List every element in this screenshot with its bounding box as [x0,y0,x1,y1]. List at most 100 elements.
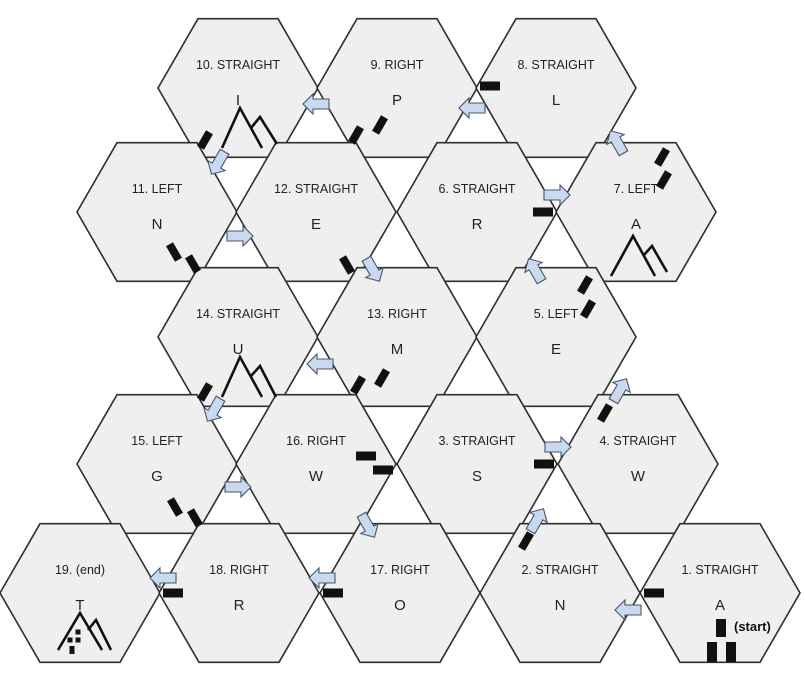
hex-step-label: 16. RIGHT [286,434,346,448]
hex-tile: 10. STRAIGHT I [157,17,319,159]
obstacle-bar-icon [374,368,390,388]
hex-letter: L [552,92,560,109]
obstacle-bar-icon [644,588,664,598]
obstacle-bar-icon [185,254,201,274]
hex-shape [319,522,481,664]
obstacle-bar-icon [707,642,717,662]
obstacle-bar-icon [348,125,364,145]
hex-step-label: 1. STRAIGHT [681,563,758,577]
obstacle-bar-icon [597,403,613,423]
decoration-layer [56,81,736,662]
obstacle-bar-icon [75,637,81,643]
hex-step-label: 18. RIGHT [209,563,269,577]
mountain-icon [86,617,113,651]
hex-letter: U [233,341,244,358]
hex-tile: 18. RIGHT R [158,522,320,664]
hex-shape [157,17,319,159]
obstacle-bar-icon [167,497,183,517]
hex-tile: 16. RIGHT W [235,393,397,535]
obstacle-bar-icon [69,646,75,654]
mountain-icon [220,105,264,149]
obstacle-bar-icon [372,115,388,135]
obstacle-bar-icon [187,508,203,528]
obstacle-bar-icon [577,275,593,295]
hex-letter: I [236,92,240,109]
hex-letter: M [391,341,404,358]
hex-letter: O [394,597,406,614]
hex-letter: E [551,341,561,358]
obstacle-bar-icon [654,147,670,167]
obstacle-bar-icon [534,459,554,469]
hex-step-label: 9. RIGHT [371,58,424,72]
hex-tile: 19. (end) T [0,522,161,664]
obstacle-bar-icon [197,382,213,402]
obstacle-bar-icon [67,637,73,643]
hex-step-label: 12. STRAIGHT [274,182,358,196]
path-arrow-icon [149,566,177,590]
mountain-icon [249,114,279,145]
obstacle-bar-icon [726,642,736,662]
path-arrow-icon [202,395,226,422]
hex-letter: A [715,597,725,614]
hex-step-label: 15. LEFT [131,434,183,448]
obstacle-bar-icon [373,465,393,475]
path-arrow-icon [608,378,632,405]
path-arrow-icon [306,352,334,376]
hex-shape [479,522,641,664]
hex-step-label: 7. LEFT [614,182,659,196]
path-arrow-icon [302,92,330,116]
hex-shape [158,522,320,664]
hex-tile: 5. LEFT E [475,266,637,408]
path-arrow-icon [525,508,549,535]
obstacle-bar-icon [518,531,534,551]
obstacle-bar-icon [533,207,553,217]
obstacle-bar-icon [197,130,213,150]
hex-step-label: 2. STRAIGHT [521,563,598,577]
hex-letter: T [75,597,84,614]
path-arrow-icon [226,224,254,248]
hex-letter: S [472,468,482,485]
hex-shape [475,266,637,408]
hex-tile: 17. RIGHT O [319,522,481,664]
mountain-icon [250,363,278,398]
path-arrow-icon [544,435,572,459]
hex-step-label: 19. (end) [55,563,105,577]
hex-shape [316,17,478,159]
path-arrow-icon [614,598,642,622]
obstacle-bar-icon [480,81,500,91]
hex-letter: R [472,216,483,233]
arrow-layer [149,92,642,622]
obstacle-bar-icon [163,588,183,598]
hex-tile: 1. STRAIGHT A [639,522,801,664]
path-arrow-icon [356,511,380,538]
obstacle-bar-icon [356,451,376,461]
mountain-icon [56,610,104,651]
hex-step-label: 5. LEFT [534,307,579,321]
hex-shape [235,393,397,535]
hex-letter: R [234,597,245,614]
path-arrow-icon [458,96,486,120]
hex-step-label: 17. RIGHT [370,563,430,577]
hex-letter: P [392,92,402,109]
obstacle-bar-icon [166,242,182,262]
hex-tile: 13. RIGHT M [316,266,478,408]
path-arrow-icon [224,475,252,499]
hex-step-label: 3. STRAIGHT [438,434,515,448]
hex-shape [316,266,478,408]
hex-shape [157,266,319,408]
obstacle-bar-icon [350,375,366,395]
hex-shape [0,522,161,664]
hex-letter: A [631,216,641,233]
hex-shape [555,141,717,283]
hex-tile: 9. RIGHT P [316,17,478,159]
hex-step-label: 10. STRAIGHT [196,58,280,72]
path-arrow-icon [543,183,571,207]
hex-step-label: 13. RIGHT [367,307,427,321]
hex-letter: W [309,468,324,485]
